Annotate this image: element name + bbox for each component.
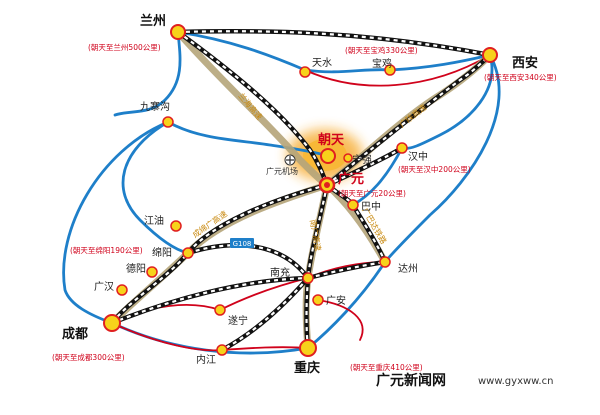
city-label-hanzhong: 汉中 (408, 150, 428, 163)
node-jiuzhaigou (162, 116, 174, 128)
node-lanzhou (170, 24, 186, 40)
distance-chongqing: (朝天至重庆410公里) (350, 362, 423, 372)
blue-road-xian-east (383, 53, 501, 264)
airport-icon (284, 154, 296, 166)
node-guangan (312, 294, 324, 306)
city-label-nanchong: 南充 (270, 266, 290, 279)
red-road-chengdu-neijiang (111, 322, 223, 352)
city-label-suining: 遂宁 (228, 314, 248, 327)
node-ningqiang (343, 153, 353, 163)
red-road-tianshui-xian (304, 54, 491, 87)
distance-baoji: (朝天至宝鸡330公里) (345, 45, 418, 55)
node-xian (482, 47, 498, 63)
node-chongqing (299, 339, 317, 357)
city-label-tianshui: 天水 (312, 57, 332, 69)
city-label-jiuzhaigou: 九寨沟 (140, 100, 170, 113)
city-label-baoji: 宝鸡 (372, 57, 392, 70)
city-label-chengdu: 成都 (62, 326, 88, 342)
distance-mianyang: (朝天至绵阳190公里) (70, 245, 143, 255)
city-label-guanghan: 广汉 (94, 281, 114, 293)
blue-road-jiuzhaigou-mianyang (121, 120, 190, 255)
distance-labels: (朝天至兰州500公里) (朝天至宝鸡330公里) (朝天至西安340公里) (… (52, 42, 557, 372)
node-neijiang (216, 344, 228, 356)
city-label-guangyuan: 广元 (338, 171, 364, 187)
node-tianshui (299, 66, 311, 78)
distance-guangyuan: (朝天至广元20公里) (338, 188, 406, 198)
highway-shield-label: G108 (233, 240, 252, 248)
node-baoji (384, 64, 396, 76)
red-road-guangan-chongqing (317, 299, 364, 341)
city-label-chongqing: 重庆 (294, 360, 320, 376)
node-chengdu (103, 314, 121, 332)
blue-road-lanzhou-west (113, 30, 182, 117)
expressway-guangyuan-chengdu (108, 181, 331, 327)
city-label-guangyuan-airport: 广元机场 (266, 166, 298, 176)
blue-road-dazhou-chongqing (306, 260, 387, 350)
node-mianyang (182, 247, 194, 259)
city-label-lanzhou: 兰州 (140, 13, 166, 29)
city-label-bazhong: 巴中 (361, 200, 381, 213)
highway-shield: G108 (230, 238, 254, 248)
city-label-mianyang: 绵阳 (152, 246, 172, 259)
blue-road-jiuzhaigou-loop (166, 120, 327, 157)
blue-road-west-loop (62, 120, 170, 325)
node-nanchong (302, 272, 314, 284)
blue-road-xian-hanzhong (400, 53, 494, 150)
railways (112, 31, 490, 350)
footer-url: www.gyxww.cn (478, 376, 553, 387)
node-bazhong (347, 199, 359, 211)
nodes (103, 24, 498, 357)
expressway-lanzhou-guangyuan (174, 28, 331, 189)
node-dazhou (379, 256, 391, 268)
distance-lanzhou: (朝天至兰州500公里) (88, 42, 161, 52)
city-label-deyang: 德阳 (126, 262, 146, 275)
node-suining (214, 304, 226, 316)
node-jiangyou (170, 220, 182, 232)
city-label-guangan: 广安 (326, 294, 346, 307)
footer: 广元新闻网 www.gyxww.cn (376, 372, 553, 389)
blue-road-chengdu-chongqing (110, 321, 310, 355)
node-hanzhong (396, 142, 408, 154)
node-guanghan (116, 284, 128, 296)
distance-xian: (朝天至西安340公里) (484, 72, 557, 82)
city-label-xian: 西安 (512, 55, 538, 71)
blue-road-lanzhou-tianshui (176, 30, 307, 72)
blue-road-tianshui-baoji (303, 68, 392, 74)
node-deyang (146, 266, 158, 278)
city-label-jiangyou: 江油 (144, 214, 164, 227)
road-label-guangshan: 广陕高速 (397, 102, 428, 130)
city-labels: 兰州 西安 天水 宝鸡 九寨沟 朝天 宁强 汉中 广元机场 广元 巴中 江油 绵… (62, 13, 538, 376)
city-label-ningqiang: 宁强 (352, 153, 372, 166)
footer-site-name: 广元新闻网 (376, 372, 446, 389)
city-label-neijiang: 内江 (196, 353, 216, 366)
city-label-chaotian: 朝天 (318, 132, 345, 148)
distance-hanzhong: (朝天至汉中200公里) (398, 164, 471, 174)
city-label-dazhou: 达州 (398, 263, 418, 275)
node-chaotian (320, 148, 336, 164)
distance-chengdu: (朝天至成都300公里) (52, 352, 125, 362)
blue-road-baoji-xian (388, 53, 492, 72)
